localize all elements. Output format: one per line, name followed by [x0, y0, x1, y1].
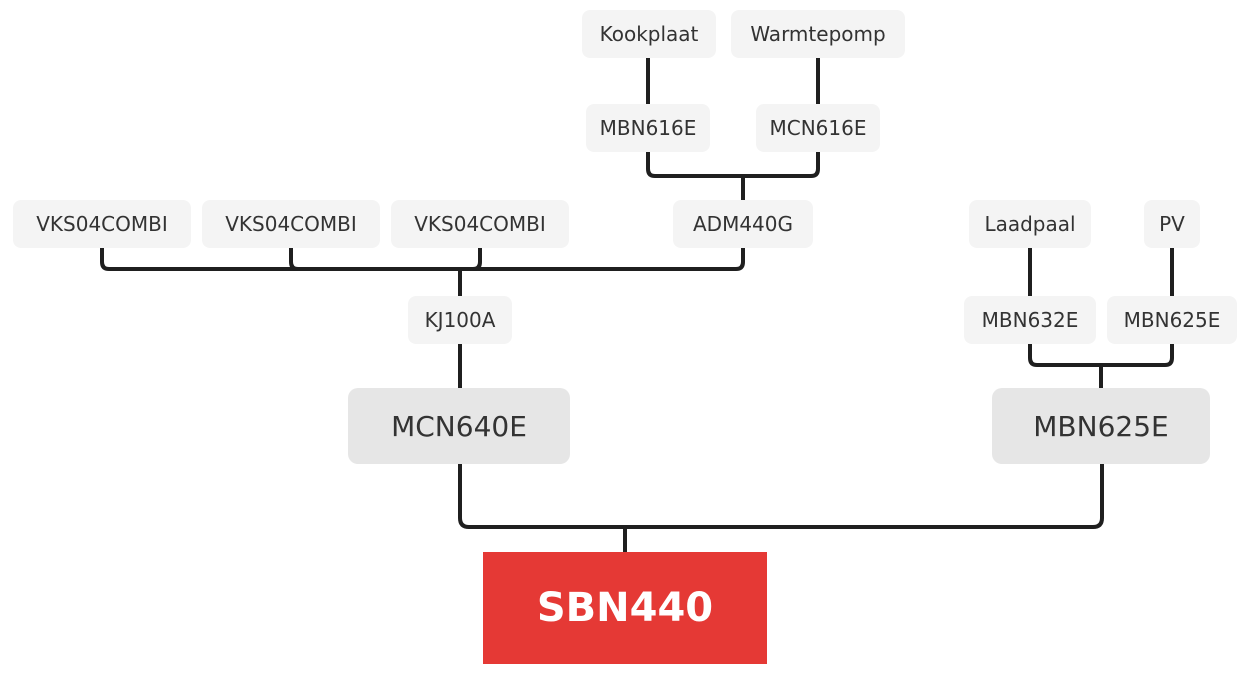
node-warmtepomp: Warmtepomp [731, 10, 905, 58]
node-mbn625e-small: MBN625E [1107, 296, 1237, 344]
wire-vks-3 [472, 248, 482, 271]
node-mcn616e: MCN616E [756, 104, 880, 152]
wire-top-row-join [100, 248, 745, 271]
node-pv: PV [1144, 200, 1200, 248]
node-laadpaal: Laadpaal [969, 200, 1091, 248]
wire-616-join [646, 152, 820, 178]
node-kj100a: KJ100A [408, 296, 512, 344]
node-sbn440: SBN440 [483, 552, 767, 664]
wire-main-join [458, 464, 1104, 529]
node-mbn616e: MBN616E [586, 104, 710, 152]
node-adm440g: ADM440G [673, 200, 813, 248]
node-mcn640e: MCN640E [348, 388, 570, 464]
node-vks04combi-2: VKS04COMBI [202, 200, 380, 248]
node-vks04combi-1: VKS04COMBI [13, 200, 191, 248]
node-vks04combi-3: VKS04COMBI [391, 200, 569, 248]
wire-vks-2 [289, 248, 299, 271]
wire-632-625-join [1028, 344, 1174, 367]
node-mbn632e: MBN632E [964, 296, 1096, 344]
node-mbn625e: MBN625E [992, 388, 1210, 464]
node-kookplaat: Kookplaat [582, 10, 716, 58]
